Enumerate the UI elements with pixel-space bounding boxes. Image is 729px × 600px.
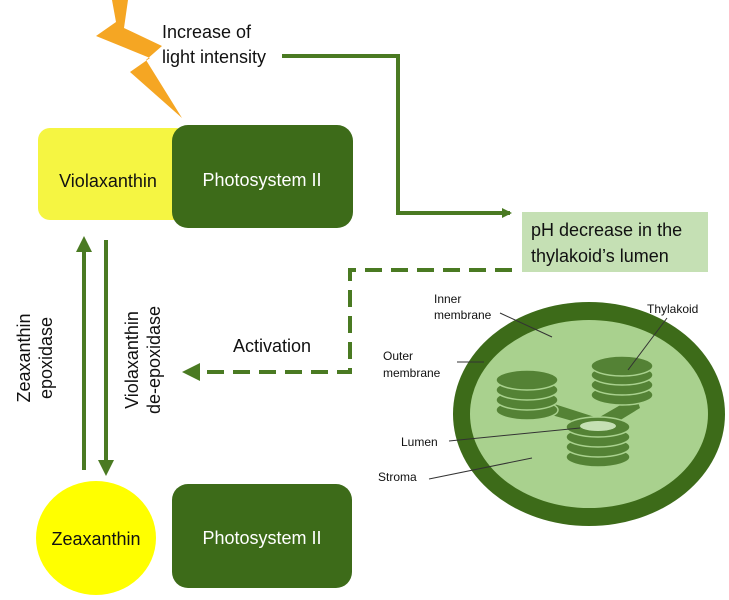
activation-label: Activation — [233, 336, 311, 356]
activation-dashed-arrow — [198, 268, 512, 374]
violaxanthin-label: Violaxanthin — [59, 171, 157, 191]
outer-membrane-label-line1: Outer — [383, 349, 413, 363]
inner-membrane-leader — [499, 312, 553, 338]
chloroplast-illustration — [428, 302, 725, 526]
ph-decrease-label-line1: pH decrease in the — [531, 220, 682, 240]
lumen-leader — [448, 427, 581, 442]
stroma-label: Stroma — [378, 470, 417, 484]
violaxanthin-deepoxidase-label-line2: de-epoxidase — [144, 306, 164, 414]
photosystem-ii-bottom-label: Photosystem II — [202, 528, 321, 548]
violaxanthin-deepoxidase-arrowhead — [98, 460, 114, 476]
lightning-bolt-icon — [96, 0, 182, 118]
thylakoid-leader — [627, 317, 668, 371]
zeaxanthin-epoxidase-arrowhead — [76, 236, 92, 252]
thylakoid-stack-right — [590, 355, 654, 406]
activation-arrowhead — [182, 363, 200, 381]
light-intensity-label-line1: Increase of — [162, 22, 252, 42]
photosystem-ii-bottom-box — [172, 484, 352, 588]
inner-membrane-label-line1: Inner — [434, 292, 461, 306]
lumen-shape — [580, 421, 616, 431]
photosystem-ii-top-box — [172, 125, 353, 228]
zeaxanthin-label: Zeaxanthin — [51, 529, 140, 549]
ph-decrease-box — [522, 212, 708, 272]
outer-membrane-label-line2: membrane — [383, 366, 441, 380]
inner-membrane-label-line2: membrane — [434, 308, 492, 322]
violaxanthin-box — [38, 128, 188, 220]
lumen-label: Lumen — [401, 435, 438, 449]
light-intensity-label-line2: light intensity — [162, 47, 266, 67]
photosystem-ii-top-label: Photosystem II — [202, 170, 321, 190]
zeaxanthin-circle — [36, 481, 156, 595]
stroma-leader — [428, 457, 533, 480]
violaxanthin-deepoxidase-label-line1: Violaxanthin — [122, 311, 142, 409]
thylakoid-label: Thylakoid — [647, 302, 698, 316]
zeaxanthin-epoxidase-label-line1: Zeaxanthin — [14, 313, 34, 402]
zeaxanthin-epoxidase-label-line2: epoxidase — [36, 317, 56, 399]
thylakoid-stack-left — [495, 369, 559, 421]
light-to-ph-arrow — [282, 54, 512, 218]
thylakoid-stack-bottom — [565, 416, 631, 468]
ph-decrease-label-line2: thylakoid’s lumen — [531, 246, 669, 266]
